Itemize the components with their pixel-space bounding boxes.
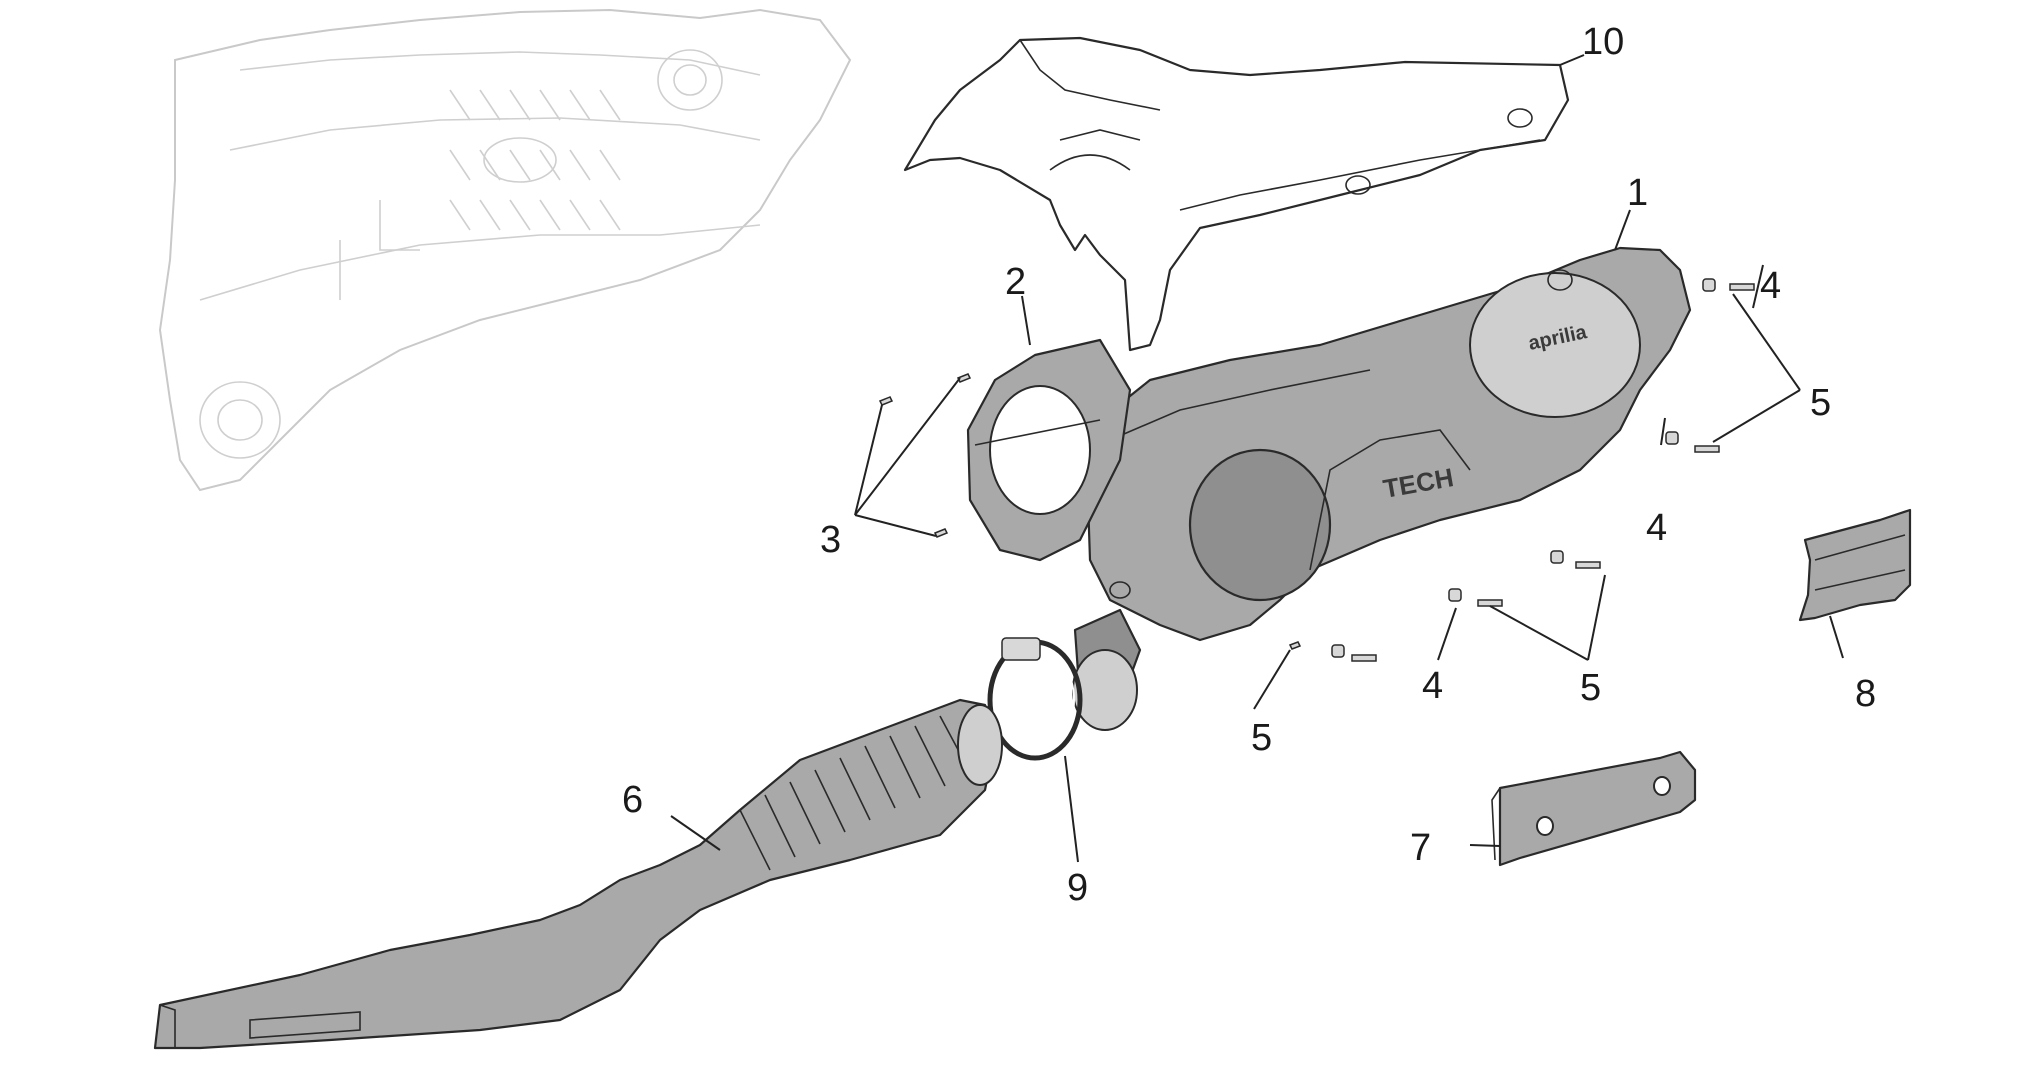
fasteners-parts-4-5 — [1288, 278, 1755, 662]
callout-9: 9 — [1067, 867, 1088, 909]
callout-labels: 10 1 2 3 4 4 4 5 5 5 6 7 8 9 — [622, 21, 1876, 909]
callout-6: 6 — [622, 779, 643, 821]
screws-part-3 — [878, 373, 972, 538]
callout-4-upper: 4 — [1760, 265, 1781, 307]
callout-7: 7 — [1410, 827, 1431, 869]
intake-duct-part-6 — [153, 698, 1003, 1050]
callout-4-middle: 4 — [1646, 507, 1667, 549]
callout-3: 3 — [820, 519, 841, 561]
plate-part-7 — [1491, 750, 1697, 867]
callout-8: 8 — [1855, 673, 1876, 715]
callout-5-right: 5 — [1580, 667, 1601, 709]
transmission-cover-part-1: TECH aprilia — [1072, 246, 1692, 731]
upper-cover-part-10 — [903, 36, 1570, 352]
callout-1: 1 — [1627, 172, 1648, 214]
leader-lines — [670, 54, 1844, 863]
engine-crankcase-ghost — [158, 8, 852, 492]
callout-5-upper: 5 — [1810, 382, 1831, 424]
callout-4-lower: 4 — [1422, 665, 1443, 707]
hose-clamp-part-9 — [987, 637, 1083, 761]
callout-10: 10 — [1582, 21, 1624, 63]
callout-5-left: 5 — [1251, 717, 1272, 759]
disc-cover-part-2 — [966, 338, 1132, 562]
callout-2: 2 — [1005, 261, 1026, 303]
bracket-part-8 — [1798, 508, 1912, 622]
